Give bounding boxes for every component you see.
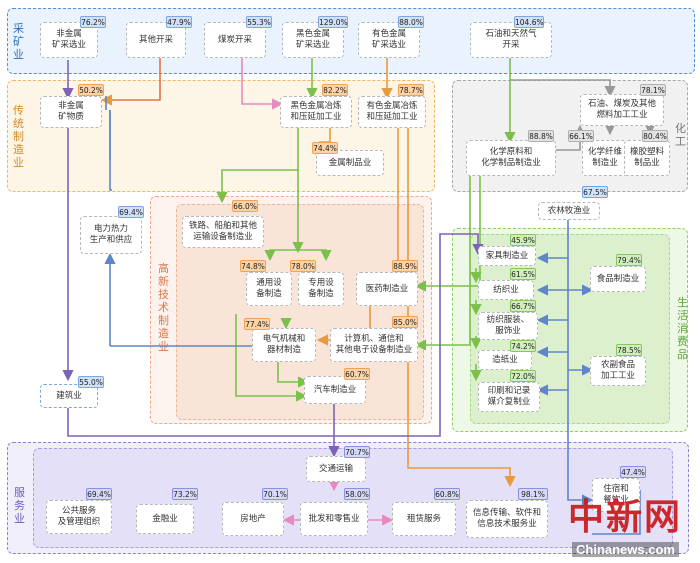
node-real-estate: 房地产 bbox=[222, 502, 284, 536]
node-leasing: 租赁服务 bbox=[392, 502, 456, 536]
badge-power: 69.4% bbox=[118, 206, 144, 218]
badge-computer: 85.0% bbox=[392, 316, 418, 328]
traditional-zone-label: 传统制造业 bbox=[13, 104, 24, 169]
badge-apparel: 66.7% bbox=[510, 300, 536, 312]
mining-zone bbox=[7, 8, 695, 74]
badge-metal-products: 74.4% bbox=[312, 142, 338, 154]
badge-pharma: 88.9% bbox=[392, 260, 418, 272]
badge-food-mfg: 79.4% bbox=[616, 254, 642, 266]
badge-finance: 73.2% bbox=[172, 488, 198, 500]
badge-ferrous-mining: 129.0% bbox=[318, 16, 348, 28]
badge-construction: 55.0% bbox=[78, 376, 104, 388]
node-agri-food: 农副食品 加工工业 bbox=[590, 356, 646, 386]
consumer-zone-label: 生活消费品 bbox=[677, 296, 688, 361]
node-computer: 计算机、通信和 其他电子设备制造业 bbox=[330, 328, 418, 362]
node-paper: 造纸业 bbox=[478, 350, 532, 370]
node-nonmetal-products: 非金属 矿物质 bbox=[40, 96, 102, 128]
badge-real-estate: 70.1% bbox=[262, 488, 288, 500]
node-food-mfg: 食品制造业 bbox=[590, 266, 646, 292]
badge-wholesale-retail: 58.0% bbox=[344, 488, 370, 500]
node-ferrous-smelt: 黑色金属冶炼 和压延加工业 bbox=[280, 96, 352, 128]
badge-nonferrous-mining: 88.0% bbox=[398, 16, 424, 28]
services-zone-label: 服务业 bbox=[14, 486, 25, 525]
node-wholesale-retail: 批发和零售业 bbox=[300, 502, 368, 536]
badge-furniture: 45.9% bbox=[510, 234, 536, 246]
node-auto: 汽车制造业 bbox=[304, 376, 366, 404]
node-rubber-plastic: 橡胶塑料 制品业 bbox=[624, 140, 670, 176]
node-pharma: 医药制造业 bbox=[356, 272, 418, 306]
badge-paper: 74.2% bbox=[510, 340, 536, 352]
node-nonferrous-mining: 有色金属 矿采选业 bbox=[358, 22, 420, 58]
badge-other-mining: 47.9% bbox=[166, 16, 192, 28]
node-nonferrous-smelt: 有色金属冶炼 和压延加工业 bbox=[358, 96, 426, 128]
badge-rubber-plastic: 80.4% bbox=[642, 130, 668, 142]
node-special-equip: 专用设 备制造 bbox=[298, 272, 344, 306]
mining-zone-label: 采矿业 bbox=[13, 22, 24, 61]
node-public-admin: 公共服务 及管理组织 bbox=[46, 500, 112, 534]
node-nonmetal-mining: 非金属 矿采选业 bbox=[40, 22, 98, 58]
node-petro-fuel: 石油、煤炭及其他 燃料加工工业 bbox=[580, 94, 664, 126]
node-it-services: 信息传输、软件和 信息技术服务业 bbox=[466, 500, 548, 538]
node-electrical: 电气机械和 器材制造 bbox=[252, 328, 316, 362]
node-ferrous-mining: 黑色金属 矿采选业 bbox=[282, 22, 344, 58]
badge-hospitality: 47.4% bbox=[620, 466, 646, 478]
node-general-equip: 通用设 备制造 bbox=[246, 272, 292, 306]
badge-special-equip: 78.0% bbox=[290, 260, 316, 272]
watermark-logo: 中新网 bbox=[568, 496, 683, 538]
badge-printing: 72.0% bbox=[510, 370, 536, 382]
badge-ferrous-smelt: 82.2% bbox=[322, 84, 348, 96]
node-chem-fiber: 化学纤维 制造业 bbox=[582, 140, 628, 176]
node-rail-ship: 铁路、船舶和其他 运输设备制造业 bbox=[182, 216, 264, 248]
badge-nonmetal-mining: 76.2% bbox=[80, 16, 106, 28]
badge-public-admin: 69.4% bbox=[86, 488, 112, 500]
node-power: 电力热力 生产和供应 bbox=[80, 216, 142, 254]
node-agriculture: 农林牧渔业 bbox=[538, 202, 600, 220]
badge-leasing: 60.8% bbox=[434, 488, 460, 500]
node-printing: 印刷和记录 媒介复制业 bbox=[478, 382, 540, 412]
badge-agriculture: 67.5% bbox=[582, 186, 608, 198]
node-coal: 煤炭开采 bbox=[204, 22, 266, 58]
badge-coal: 55.3% bbox=[246, 16, 272, 28]
badge-textile: 61.5% bbox=[510, 268, 536, 280]
node-transport: 交通运输 bbox=[306, 456, 366, 482]
node-other-mining: 其他开采 bbox=[126, 22, 186, 58]
watermark-site: Chinanews.com bbox=[572, 542, 679, 557]
badge-agri-food: 78.5% bbox=[616, 344, 642, 356]
badge-nonmetal-products: 50.2% bbox=[78, 84, 104, 96]
badge-nonferrous-smelt: 78.7% bbox=[398, 84, 424, 96]
node-finance: 金融业 bbox=[136, 504, 194, 534]
node-hospitality: 住宿和 餐饮业 bbox=[592, 478, 640, 512]
badge-petro-fuel: 78.1% bbox=[640, 84, 666, 96]
badge-general-equip: 74.8% bbox=[240, 260, 266, 272]
node-chem-materials: 化学原料和 化学制品制造业 bbox=[466, 140, 556, 176]
badge-rail-ship: 66.0% bbox=[232, 200, 258, 212]
badge-oil-gas: 104.6% bbox=[514, 16, 544, 28]
node-apparel: 纺织服装、 服饰业 bbox=[478, 312, 538, 340]
node-oil-gas: 石油和天然气 开采 bbox=[470, 22, 552, 58]
node-construction: 建筑业 bbox=[40, 384, 98, 408]
badge-auto: 60.7% bbox=[344, 368, 370, 380]
chemical-zone-label: 化工 bbox=[675, 122, 686, 148]
node-furniture: 家具制造业 bbox=[478, 246, 536, 266]
badge-electrical: 77.4% bbox=[244, 318, 270, 330]
badge-chem-materials: 88.8% bbox=[528, 130, 554, 142]
badge-chem-fiber: 66.1% bbox=[568, 130, 594, 142]
node-textile: 纺织业 bbox=[478, 280, 534, 300]
badge-transport: 70.7% bbox=[344, 446, 370, 458]
node-metal-products: 金属制品业 bbox=[316, 150, 384, 176]
badge-it-services: 98.1% bbox=[518, 488, 548, 500]
